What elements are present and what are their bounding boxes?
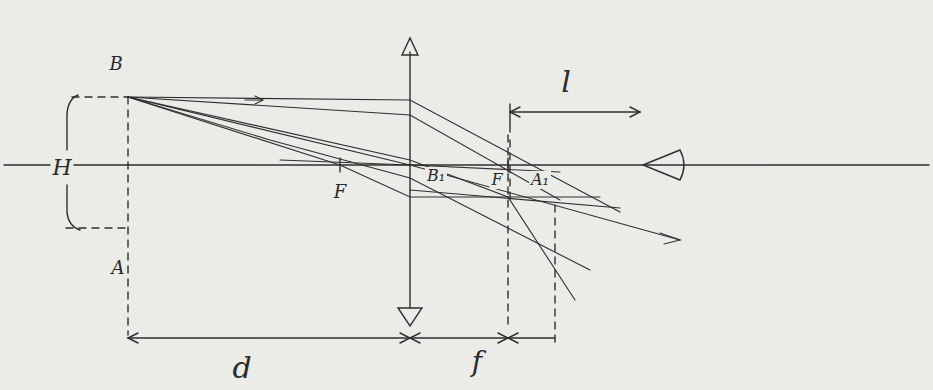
focus-label: F bbox=[332, 182, 349, 202]
image-lines bbox=[508, 135, 555, 345]
distance-label: d bbox=[230, 352, 253, 384]
image-label: B₁ bbox=[425, 167, 447, 185]
eye-symbol bbox=[643, 150, 684, 180]
focus-label: F bbox=[489, 171, 504, 189]
light-rays bbox=[128, 96, 680, 300]
image-label: A₁ bbox=[529, 171, 551, 189]
object-frame bbox=[66, 97, 128, 335]
optical-axis bbox=[4, 164, 929, 165]
distance-label: l bbox=[559, 66, 573, 98]
height-label: H bbox=[50, 156, 73, 180]
dimension-l bbox=[510, 104, 640, 132]
dimension-d-f bbox=[128, 333, 555, 343]
point-label: B bbox=[107, 54, 124, 74]
point-label: A bbox=[110, 258, 127, 278]
distance-label: f bbox=[470, 347, 484, 377]
